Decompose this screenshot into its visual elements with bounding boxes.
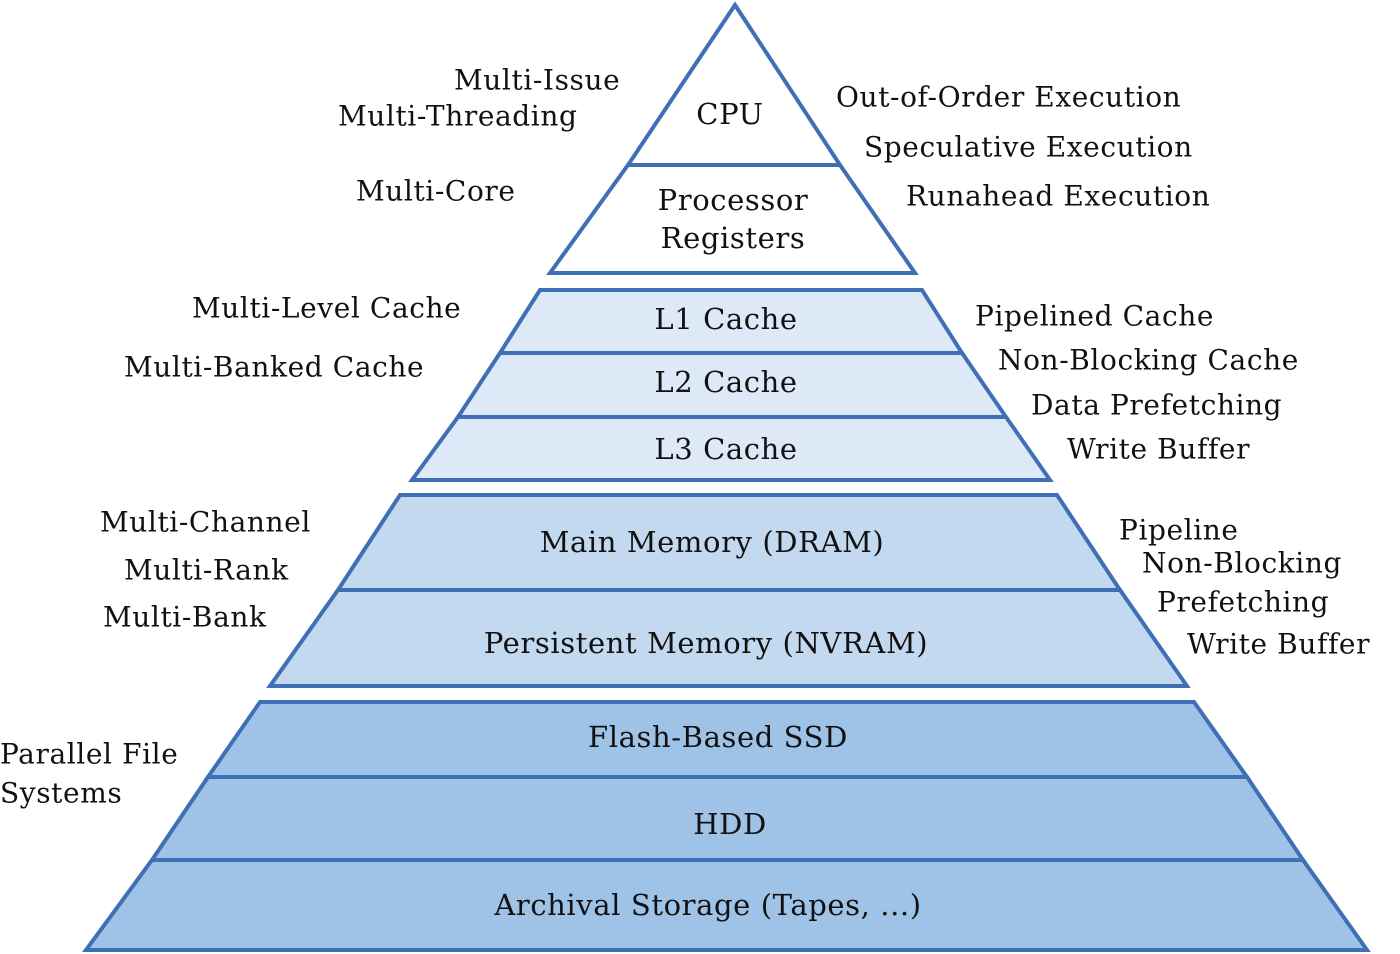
hdd-label: HDD (693, 807, 767, 841)
l1-cache-label: L1 Cache (654, 302, 797, 336)
cpu-right-annotation: Runahead Execution (906, 180, 1210, 213)
dram-label: Main Memory (DRAM) (540, 525, 885, 559)
cpu-left-annotation: Multi-Issue (454, 64, 620, 97)
cpu-level (624, 1, 844, 167)
cache-right-annotation: Non-Blocking Cache (998, 344, 1299, 377)
storage-left-annotation: Parallel File (0, 738, 178, 771)
cpu-left-annotation: Multi-Threading (338, 100, 578, 133)
ssd-label: Flash-Based SSD (588, 720, 848, 754)
memory-group (266, 493, 1191, 688)
cache-left-annotation: Multi-Level Cache (192, 292, 461, 325)
cpu-right-annotation: Speculative Execution (864, 131, 1193, 164)
archival-level (82, 858, 1371, 952)
memory-right-annotation: Prefetching (1157, 586, 1329, 619)
cache-right-annotation: Data Prefetching (1031, 389, 1282, 422)
storage-left-annotation: Systems (0, 777, 122, 810)
cpu-label: CPU (696, 97, 763, 131)
right-annotations: Out-of-Order Execution Speculative Execu… (836, 81, 1370, 661)
memory-right-annotation: Non-Blocking (1142, 547, 1342, 580)
nvram-level (266, 588, 1191, 688)
cache-right-annotation: Write Buffer (1067, 433, 1250, 466)
memory-left-annotation: Multi-Rank (124, 554, 289, 587)
registers-label-line2: Registers (661, 221, 806, 255)
memory-right-annotation: Write Buffer (1187, 628, 1370, 661)
cache-group (408, 288, 1054, 482)
l3-cache-level (408, 415, 1054, 482)
cache-left-annotation: Multi-Banked Cache (124, 351, 424, 384)
storage-group (82, 700, 1371, 952)
memory-left-annotation: Multi-Channel (100, 506, 311, 539)
archival-label: Archival Storage (Tapes, ...) (493, 888, 921, 922)
nvram-label: Persistent Memory (NVRAM) (484, 626, 928, 660)
cache-right-annotation: Pipelined Cache (975, 300, 1214, 333)
cpu-group (546, 1, 919, 275)
l3-cache-label: L3 Cache (654, 432, 797, 466)
registers-level (546, 163, 919, 275)
l2-cache-label: L2 Cache (654, 365, 797, 399)
cpu-right-annotation: Out-of-Order Execution (836, 81, 1181, 114)
left-annotations: Multi-Issue Multi-Threading Multi-Core M… (0, 64, 620, 810)
cpu-left-annotation: Multi-Core (356, 175, 516, 208)
memory-right-annotation: Pipeline (1119, 514, 1239, 547)
registers-label-line1: Processor (658, 183, 809, 217)
memory-left-annotation: Multi-Bank (103, 601, 267, 634)
